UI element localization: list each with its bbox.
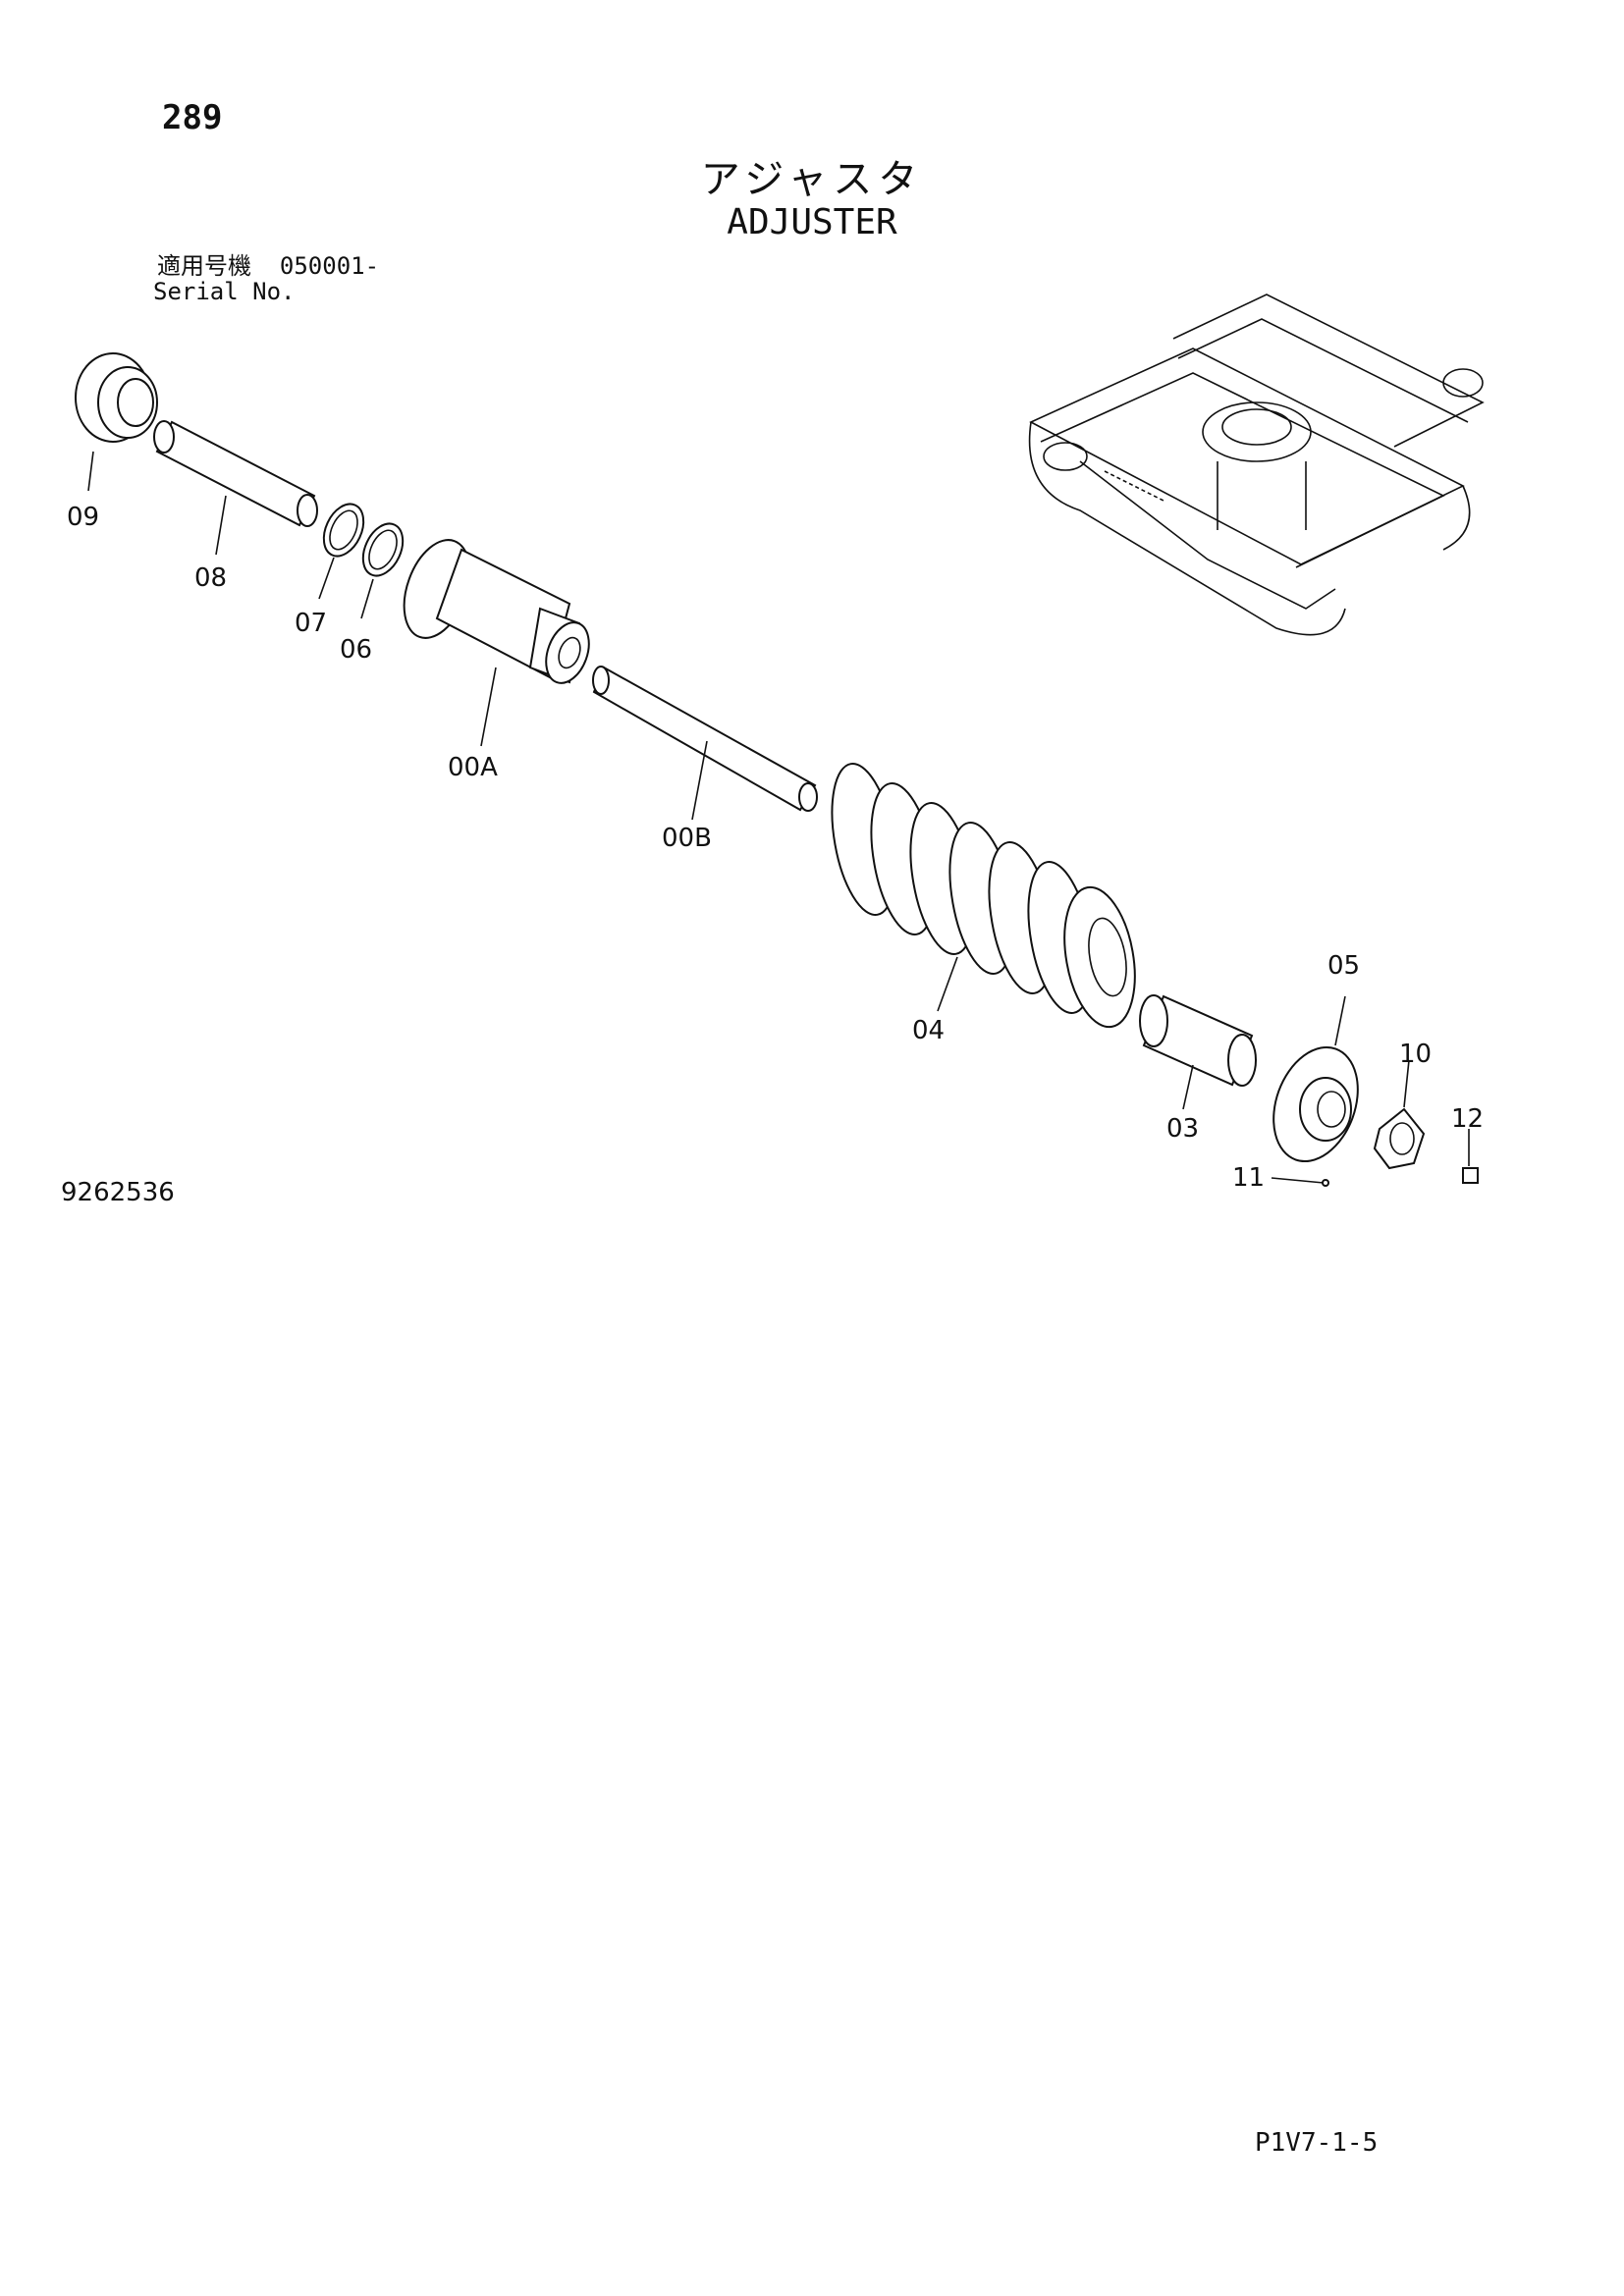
part-05-flange bbox=[1272, 995, 1359, 1163]
part-10-nut bbox=[1373, 1059, 1426, 1170]
part-00B-rod bbox=[592, 666, 818, 821]
callout-10: 10 bbox=[1399, 1040, 1432, 1069]
callout-08: 08 bbox=[194, 563, 227, 593]
title-japanese: アジャスタ bbox=[700, 157, 924, 202]
callout-09: 09 bbox=[67, 503, 99, 532]
title-english: ADJUSTER bbox=[727, 202, 897, 242]
callout-04: 04 bbox=[912, 1016, 945, 1045]
serial-label-jp: 適用号機 bbox=[157, 252, 251, 280]
part-09-bushing bbox=[75, 352, 158, 492]
part-00A-cylinder bbox=[403, 539, 590, 747]
part-08-pin bbox=[153, 420, 318, 556]
part-11-screw bbox=[1271, 1177, 1329, 1187]
drawing-number: 9262536 bbox=[61, 1178, 175, 1207]
serial-range: 050001- bbox=[279, 252, 380, 280]
callout-00B: 00B bbox=[662, 824, 712, 853]
part-12-fitting bbox=[1462, 1129, 1479, 1184]
callout-03: 03 bbox=[1166, 1114, 1199, 1144]
callout-11: 11 bbox=[1232, 1163, 1265, 1193]
part-07-ring bbox=[318, 503, 365, 600]
callout-06: 06 bbox=[340, 635, 372, 665]
track-frame-illustration bbox=[1028, 294, 1485, 636]
serial-block: 適用号機 050001- Serial No. bbox=[153, 252, 380, 304]
callout-00A: 00A bbox=[448, 753, 498, 782]
part-06-ring bbox=[360, 522, 405, 619]
page-code: P1V7-1-5 bbox=[1255, 2128, 1379, 2158]
part-04-spring bbox=[831, 763, 1136, 1029]
callout-12: 12 bbox=[1451, 1104, 1484, 1134]
callout-05: 05 bbox=[1327, 951, 1360, 981]
part-03-sleeve bbox=[1139, 994, 1257, 1110]
callout-07: 07 bbox=[295, 609, 327, 638]
page-number: 289 bbox=[162, 98, 223, 137]
serial-label-en: Serial No. bbox=[153, 278, 296, 305]
